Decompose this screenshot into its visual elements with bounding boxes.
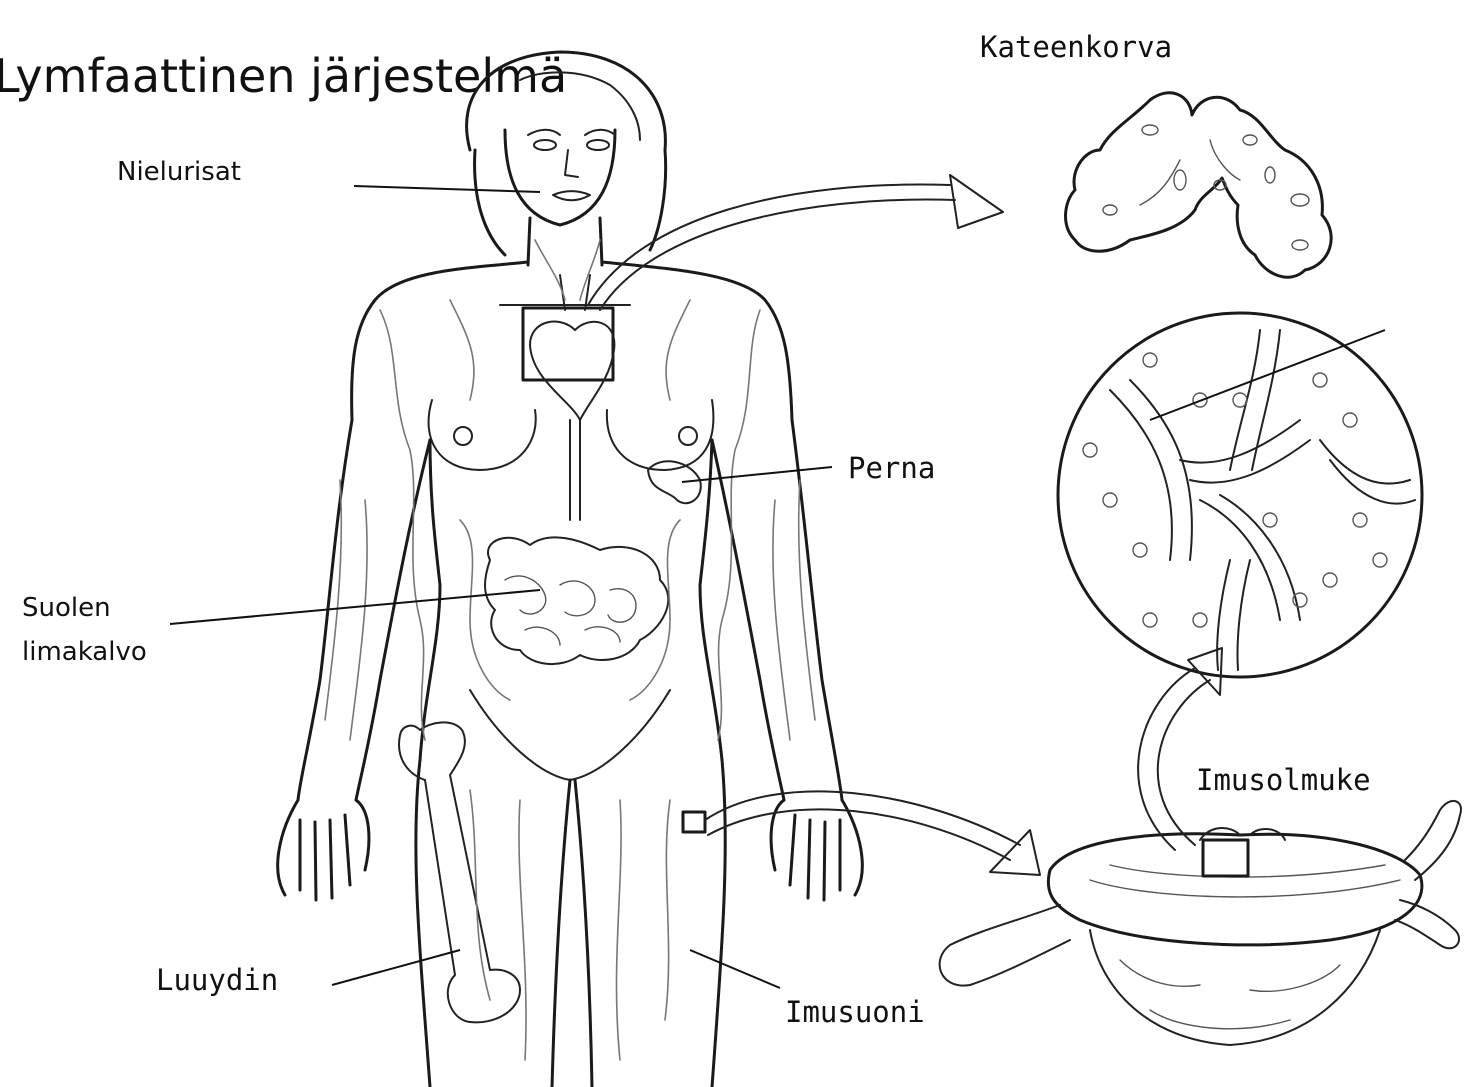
lymph-vessel-leader-line	[690, 950, 780, 988]
label-lymph-node: Imusolmuke	[1196, 763, 1371, 797]
circle-leader-line	[1150, 330, 1385, 420]
label-thymus: Kateenkorva	[980, 30, 1172, 64]
label-intestinal-mucosa-line2: limakalvo	[22, 637, 147, 667]
bone-marrow-leader-line	[332, 950, 460, 985]
tonsils-leader-line	[354, 186, 540, 192]
diagram-title: Lymfaattinen järjestelmä	[0, 49, 567, 103]
human-figure	[278, 52, 863, 1087]
label-intestinal-mucosa-line1: Suolen	[22, 593, 111, 623]
label-spleen: Perna	[848, 451, 935, 485]
spleen-leader-line	[682, 467, 832, 482]
label-bone-marrow: Luuydin	[156, 963, 278, 997]
label-lymph-vessel: Imusuoni	[785, 995, 925, 1029]
label-tonsils: Nielurisat	[117, 157, 241, 187]
magnified-lymph-tissue	[1058, 313, 1422, 677]
thymus-illustration	[1066, 93, 1332, 277]
lymph-node-illustration	[940, 801, 1461, 1045]
intestine-leader-line	[170, 590, 540, 624]
arrows	[588, 175, 1222, 875]
